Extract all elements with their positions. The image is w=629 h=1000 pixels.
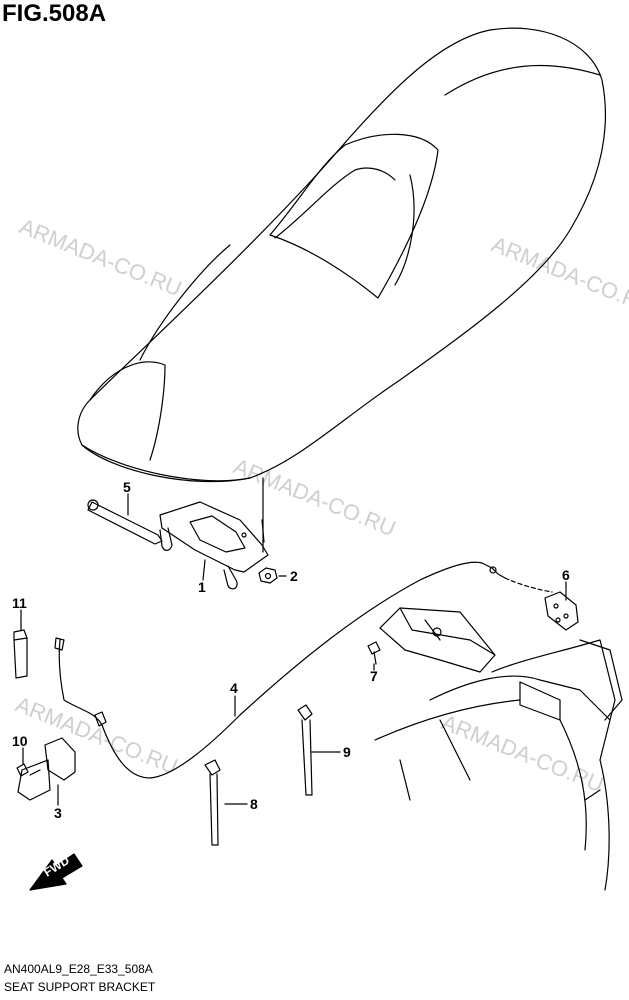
screw-drawing <box>367 641 381 665</box>
callout-7: 7 <box>370 668 378 684</box>
clamp-9-drawing <box>297 704 313 796</box>
lock-latch-drawing <box>544 591 579 631</box>
callout-8: 8 <box>250 796 258 812</box>
callout-1: 1 <box>198 579 206 595</box>
latch-bracket-drawing <box>17 737 76 801</box>
callout-11: 11 <box>12 595 27 611</box>
callout-5: 5 <box>123 479 131 495</box>
watermark-2: ARMADA-CO.RU <box>488 231 629 319</box>
watermark-3: ARMADA-CO.RU <box>230 453 399 541</box>
callout-6: 6 <box>562 567 570 583</box>
callout-9: 9 <box>343 744 351 760</box>
callout-2: 2 <box>290 568 298 584</box>
frame-drawing <box>374 607 623 891</box>
watermarks: ARMADA-CO.RU ARMADA-CO.RU ARMADA-CO.RU A… <box>12 213 629 797</box>
callout-4: 4 <box>230 680 238 696</box>
bracket-drawing <box>159 501 269 590</box>
bolt-drawing <box>16 763 29 777</box>
figure-name: SEAT SUPPORT BRACKET <box>4 980 156 994</box>
figure-title: FIG.508A <box>2 0 107 27</box>
callouts: 5 2 1 6 11 7 4 10 9 8 3 <box>12 479 570 821</box>
nut-drawing <box>258 567 278 584</box>
shaft-drawing <box>87 499 163 545</box>
seat-drawing <box>77 27 607 483</box>
clamp-8-drawing <box>204 759 221 846</box>
cable-drawing <box>54 561 553 779</box>
fwd-arrow <box>29 853 83 891</box>
callout-3: 3 <box>54 805 62 821</box>
watermark-4: ARMADA-CO.RU <box>12 691 181 779</box>
cushion-drawing <box>13 629 28 679</box>
callout-10: 10 <box>12 733 28 749</box>
figure-code: AN400AL9_E28_E33_508A <box>4 962 153 976</box>
leader-lines <box>20 477 567 806</box>
watermark-1: ARMADA-CO.RU <box>16 213 185 301</box>
